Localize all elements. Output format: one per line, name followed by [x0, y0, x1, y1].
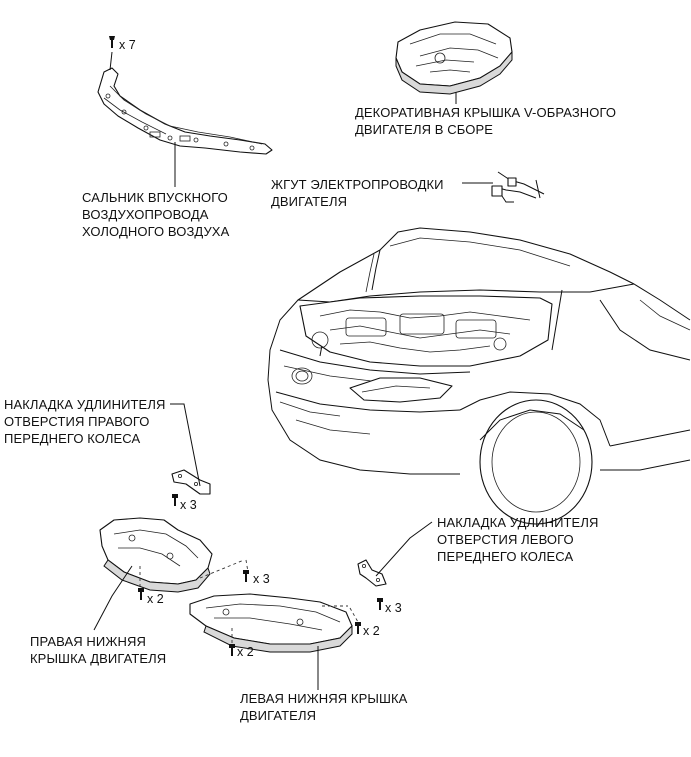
bolt-icon: [243, 570, 249, 582]
engine-cover-part: [395, 21, 513, 95]
right-extension-pad-part: [171, 469, 211, 495]
label-left-under-cover: ЛЕВАЯ НИЖНЯЯ КРЫШКА ДВИГАТЕЛЯ: [240, 691, 408, 723]
vehicle-front: [267, 227, 691, 525]
bolt-icon: [138, 588, 144, 600]
qty-center-bolts: x 3: [253, 572, 270, 586]
bolt-icon: [377, 598, 383, 610]
wire-harness-part: [491, 171, 545, 203]
bolt-icon: [229, 644, 235, 656]
label-wire-harness: ЖГУТ ЭЛЕКТРОПРОВОДКИ ДВИГАТЕЛЯ: [271, 177, 444, 209]
bolt-icon: [355, 622, 361, 634]
left-extension-pad-part: [357, 559, 387, 587]
qty-left-under-front-bolts: x 2: [237, 645, 254, 659]
left-under-cover-part: [189, 593, 353, 653]
label-left-extension-pad: НАКЛАДКА УДЛИНИТЕЛЯ ОТВЕРСТИЯ ЛЕВОГО ПЕР…: [437, 515, 599, 564]
label-right-extension-pad: НАКЛАДКА УДЛИНИТЕЛЯ ОТВЕРСТИЯ ПРАВОГО ПЕ…: [4, 397, 166, 446]
qty-right-extension-bolts: x 3: [180, 498, 197, 512]
qty-right-under-bolts: x 2: [147, 592, 164, 606]
qty-left-extension-bolts: x 3: [385, 601, 402, 615]
label-right-under-cover: ПРАВАЯ НИЖНЯЯ КРЫШКА ДВИГАТЕЛЯ: [30, 634, 167, 666]
intake-seal-part: [97, 67, 273, 155]
clip-icon: [109, 36, 115, 48]
right-under-cover-part: [99, 517, 213, 593]
label-intake-seal: САЛЬНИК ВПУСКНОГО ВОЗДУХОПРОВОДА ХОЛОДНО…: [82, 190, 230, 239]
label-engine-cover: ДЕКОРАТИВНАЯ КРЫШКА V-ОБРАЗНОГО ДВИГАТЕЛ…: [355, 105, 617, 137]
qty-seal-clips: x 7: [119, 38, 136, 52]
qty-left-under-rear-bolts: x 2: [363, 624, 380, 638]
bolt-icon: [172, 494, 178, 506]
